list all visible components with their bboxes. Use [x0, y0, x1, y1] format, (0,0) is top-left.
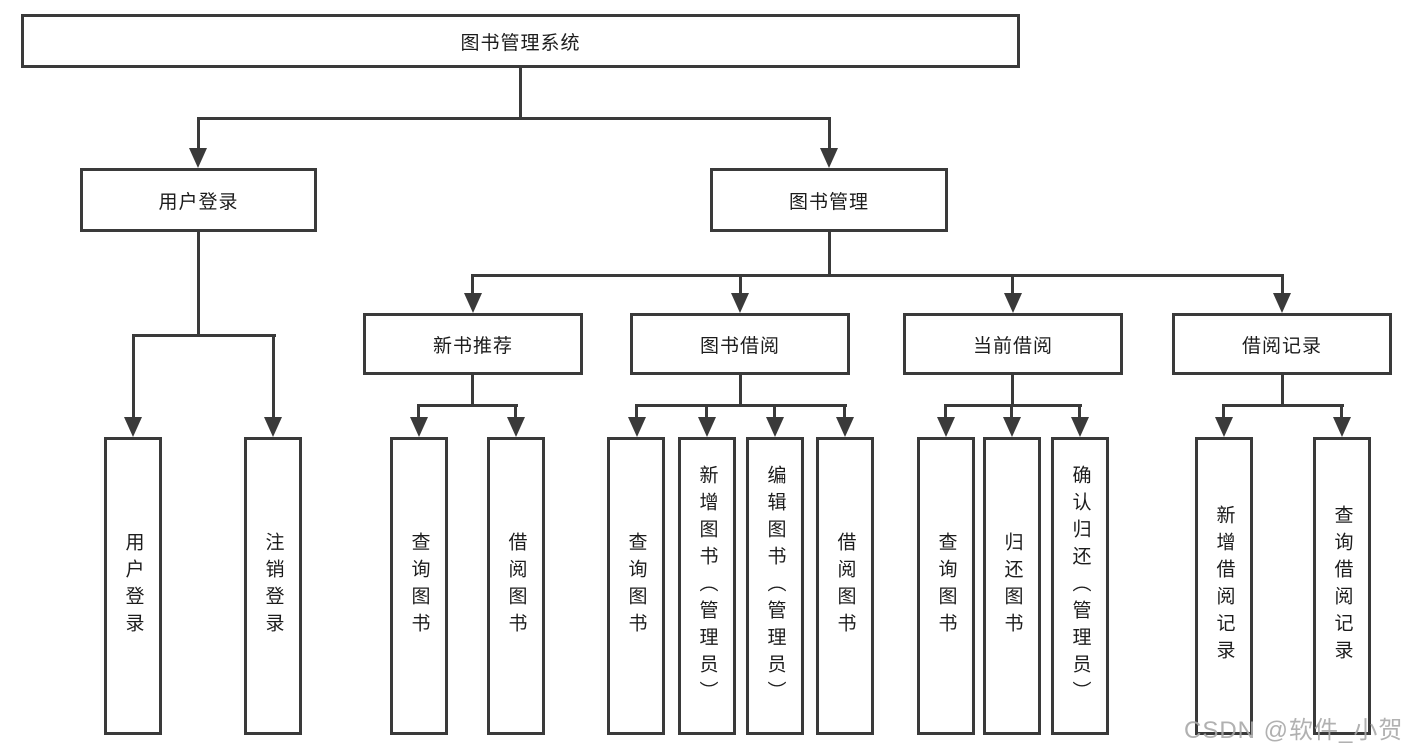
connector-line	[132, 334, 276, 337]
leaf-label: 查询图书	[935, 532, 957, 640]
connector-line	[471, 274, 1284, 277]
connector-line	[773, 404, 776, 419]
leaf-borrow-books-2: 借阅图书	[816, 437, 874, 735]
node-current-borrow: 当前借阅	[903, 313, 1123, 375]
arrow-down-icon	[189, 148, 207, 168]
connector-line	[132, 334, 135, 418]
connector-line	[1078, 404, 1081, 419]
node-label: 图书管理系统	[460, 32, 581, 54]
arrow-down-icon	[1273, 293, 1291, 313]
connector-line	[828, 232, 831, 275]
connector-line	[944, 404, 947, 419]
leaf-label: 确认归还（管理员）	[1069, 464, 1091, 708]
connector-line	[417, 404, 518, 407]
connector-line	[739, 274, 742, 296]
leaf-label: 归还图书	[1001, 532, 1023, 640]
leaf-logout: 注销登录	[244, 437, 302, 735]
arrow-down-icon	[698, 417, 716, 437]
connector-line	[1340, 404, 1343, 419]
leaf-label: 查询图书	[625, 532, 647, 640]
leaf-label: 用户登录	[122, 532, 144, 640]
connector-line	[1281, 274, 1284, 296]
watermark: CSDN @软件_小贺同学	[1184, 717, 1405, 744]
leaf-add-borrow-record: 新增借阅记录	[1195, 437, 1253, 735]
leaf-label: 借阅图书	[834, 532, 856, 640]
connector-line	[1222, 404, 1225, 419]
connector-line	[417, 404, 420, 419]
leaf-label: 注销登录	[262, 532, 284, 640]
connector-line	[635, 404, 638, 419]
leaf-query-borrow-record: 查询借阅记录	[1313, 437, 1371, 735]
node-user-login: 用户登录	[80, 168, 317, 232]
connector-line	[1011, 375, 1014, 406]
node-label: 当前借阅	[972, 335, 1053, 357]
leaf-label: 新增图书（管理员）	[696, 464, 718, 708]
arrow-down-icon	[731, 293, 749, 313]
node-label: 图书借阅	[699, 335, 780, 357]
connector-line	[944, 404, 1082, 407]
connector-line	[197, 232, 200, 335]
arrow-down-icon	[1071, 417, 1089, 437]
connector-line	[1222, 404, 1344, 407]
leaf-label: 新增借阅记录	[1213, 505, 1235, 667]
node-label: 用户登录	[158, 191, 239, 213]
leaf-query-books-3: 查询图书	[917, 437, 975, 735]
connector-line	[1281, 375, 1284, 406]
connector-line	[1011, 274, 1014, 296]
connector-line	[843, 404, 846, 419]
node-label: 图书管理	[788, 191, 869, 213]
leaf-return-books: 归还图书	[983, 437, 1041, 735]
leaf-add-books-admin: 新增图书（管理员）	[678, 437, 736, 735]
arrow-down-icon	[836, 417, 854, 437]
arrow-down-icon	[410, 417, 428, 437]
node-book-borrow: 图书借阅	[630, 313, 850, 375]
arrow-down-icon	[507, 417, 525, 437]
leaf-edit-books-admin: 编辑图书（管理员）	[746, 437, 804, 735]
connector-line	[739, 375, 742, 406]
arrow-down-icon	[264, 417, 282, 437]
leaf-query-books-1: 查询图书	[390, 437, 448, 735]
node-label: 新书推荐	[432, 335, 513, 357]
connector-line	[519, 68, 522, 118]
leaf-user-login: 用户登录	[104, 437, 162, 735]
connector-line	[272, 334, 275, 418]
arrow-down-icon	[628, 417, 646, 437]
node-root-library-system: 图书管理系统	[21, 14, 1020, 68]
arrow-down-icon	[464, 293, 482, 313]
arrow-down-icon	[937, 417, 955, 437]
connector-line	[1010, 404, 1013, 419]
connector-line	[705, 404, 708, 419]
arrow-down-icon	[766, 417, 784, 437]
connector-line	[471, 375, 474, 406]
arrow-down-icon	[1004, 293, 1022, 313]
arrow-down-icon	[1215, 417, 1233, 437]
connector-line	[197, 117, 831, 120]
node-new-book-recommend: 新书推荐	[363, 313, 583, 375]
connector-line	[514, 404, 517, 419]
leaf-label: 编辑图书（管理员）	[764, 464, 786, 708]
arrow-down-icon	[1003, 417, 1021, 437]
leaf-confirm-return-admin: 确认归还（管理员）	[1051, 437, 1109, 735]
leaf-label: 查询图书	[408, 532, 430, 640]
arrow-down-icon	[124, 417, 142, 437]
leaf-borrow-books-1: 借阅图书	[487, 437, 545, 735]
node-label: 借阅记录	[1241, 335, 1322, 357]
node-borrow-records: 借阅记录	[1172, 313, 1392, 375]
node-book-management: 图书管理	[710, 168, 948, 232]
connector-line	[828, 117, 831, 150]
leaf-label: 借阅图书	[505, 532, 527, 640]
leaf-query-books-2: 查询图书	[607, 437, 665, 735]
connector-line	[471, 274, 474, 296]
arrow-down-icon	[820, 148, 838, 168]
connector-line	[197, 117, 200, 150]
connector-line	[635, 404, 847, 407]
leaf-label: 查询借阅记录	[1331, 505, 1353, 667]
arrow-down-icon	[1333, 417, 1351, 437]
